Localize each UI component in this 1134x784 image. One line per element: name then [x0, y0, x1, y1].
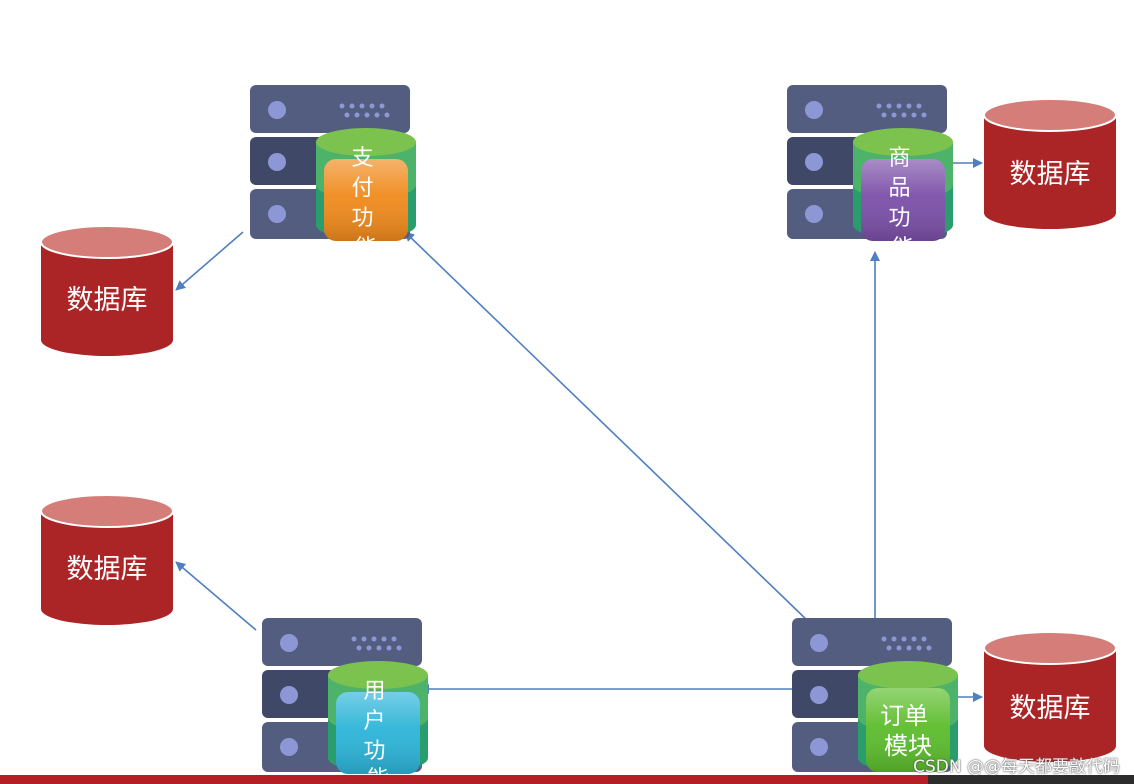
server-user: 用 户 功 能 — [262, 618, 428, 784]
arrow-order-to-pay — [404, 231, 811, 624]
arrow-pay-to-db — [175, 231, 244, 291]
server-pay: 支 付 功 能 — [250, 85, 416, 261]
database-pay: 数据库 — [40, 225, 174, 356]
module-label: 商 品 功 能 — [888, 146, 917, 261]
csdn-watermark: CSDN @@每天都要敲代码 — [913, 757, 1120, 777]
database-label: 数据库 — [67, 554, 148, 585]
database-label: 数据库 — [1010, 693, 1091, 724]
module-label: 订单 模块 — [880, 702, 936, 760]
database-order: 数据库 — [983, 631, 1117, 762]
database-label: 数据库 — [1010, 159, 1091, 190]
module-cylinder: 支 付 功 能 — [316, 128, 416, 261]
database-user: 数据库 — [40, 494, 174, 625]
database-goods: 数据库 — [983, 98, 1117, 229]
footer-dark-segment — [928, 775, 1134, 784]
server-order: 订单 模块 — [792, 618, 958, 772]
module-label: 用 户 功 能 — [363, 679, 392, 784]
footer-bar — [0, 775, 1134, 784]
module-label: 支 付 功 能 — [351, 146, 380, 261]
module-cylinder: 商 品 功 能 — [853, 128, 953, 261]
database-label: 数据库 — [67, 285, 148, 316]
module-cylinder: 用 户 功 能 — [328, 661, 428, 784]
arrows — [175, 158, 983, 702]
server-goods: 商 品 功 能 — [787, 85, 953, 261]
arrow-user-to-db — [175, 561, 257, 631]
module-cylinder: 订单 模块 — [858, 661, 958, 772]
